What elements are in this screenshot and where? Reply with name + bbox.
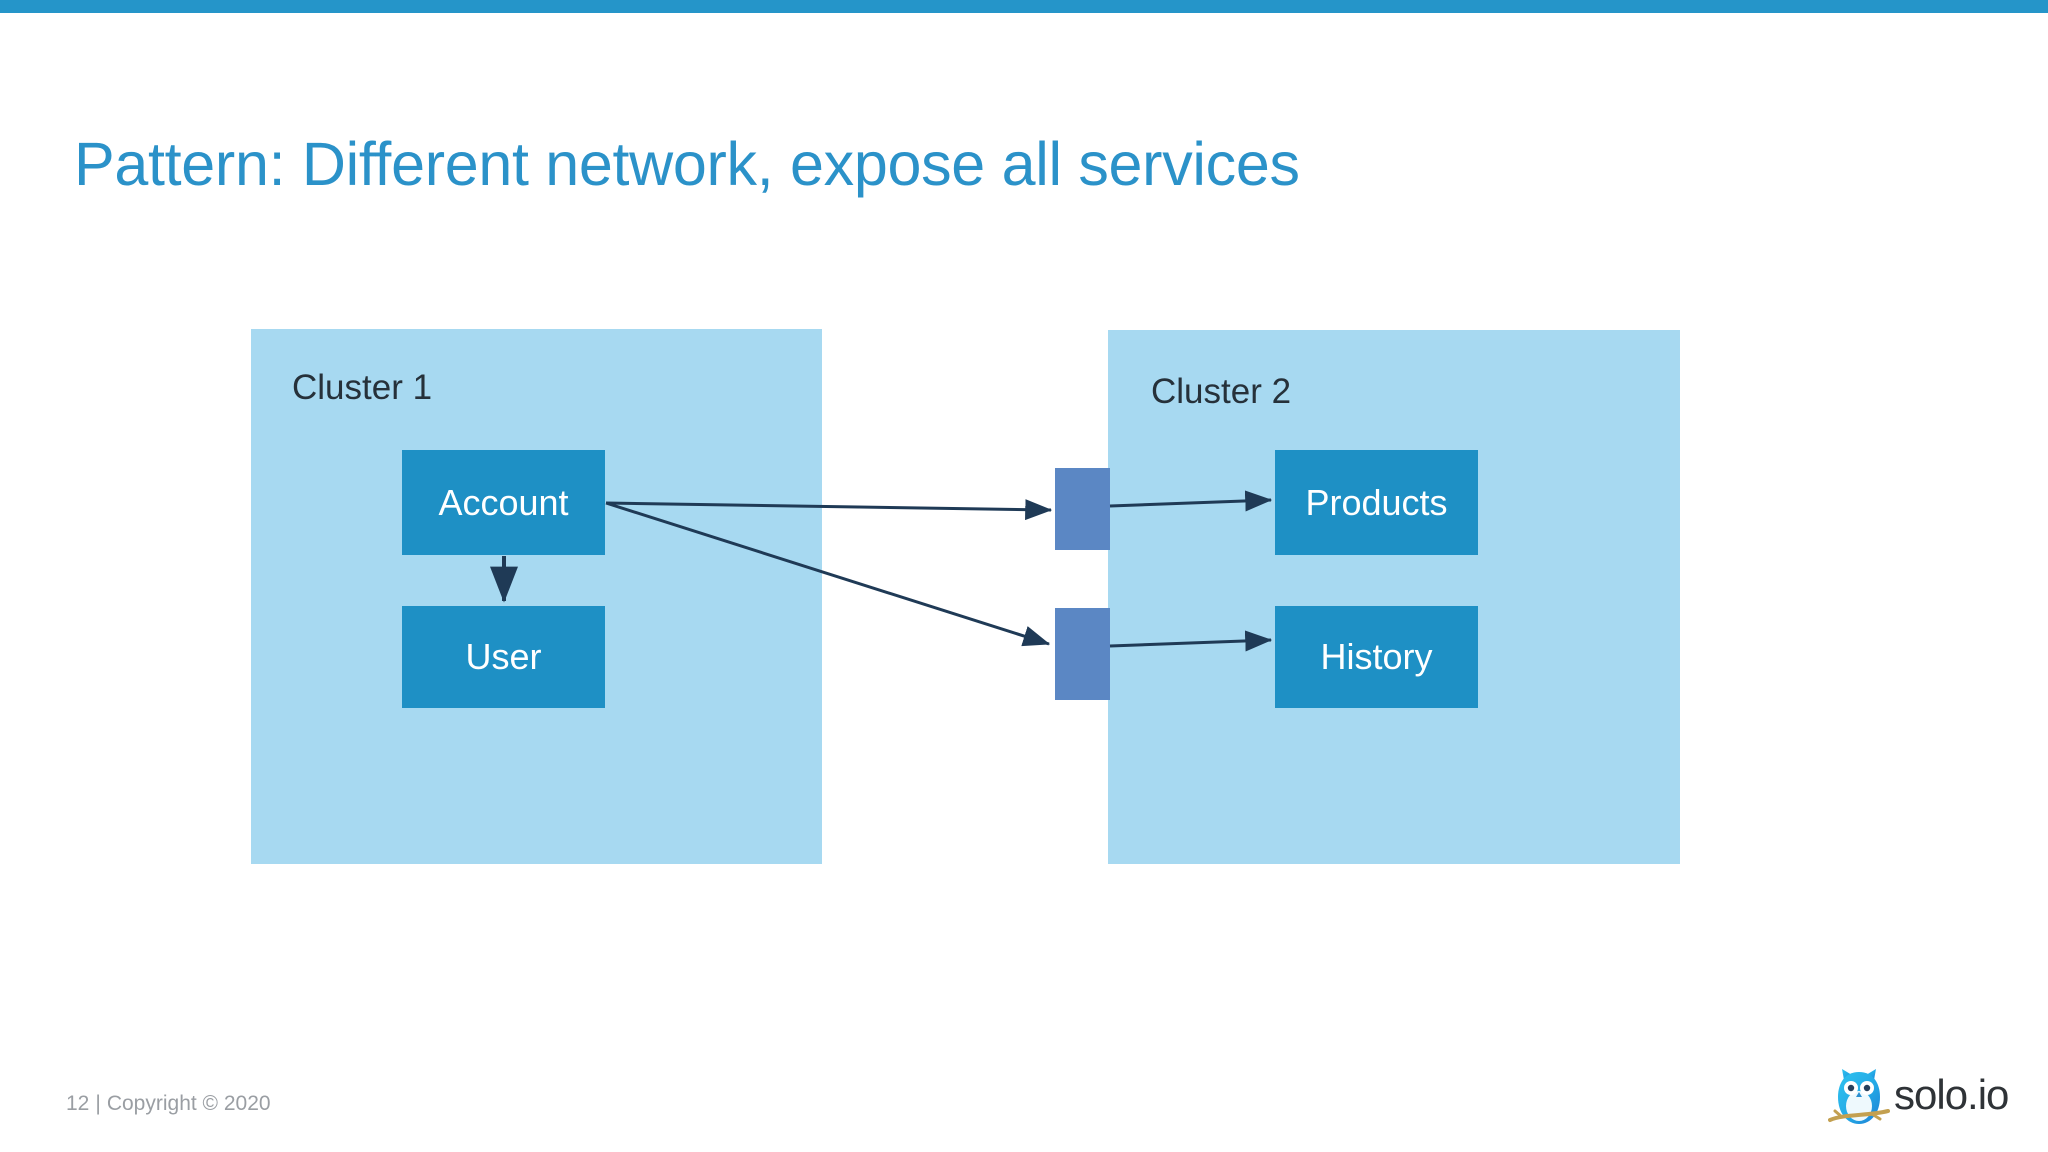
service-box-user[interactable]: User	[402, 606, 605, 708]
gateway-bar-history[interactable]	[1055, 608, 1110, 700]
solo-io-logo: solo.io	[1828, 1064, 2018, 1136]
service-label-user: User	[465, 636, 542, 677]
footer-separator: |	[95, 1092, 101, 1115]
cluster-box-1	[251, 329, 822, 864]
service-box-history[interactable]: History	[1275, 606, 1478, 708]
logo-wordmark: solo.io	[1894, 1071, 2009, 1118]
service-box-products[interactable]: Products	[1275, 450, 1478, 555]
owl-on-branch-icon	[1828, 1069, 1890, 1124]
service-label-account: Account	[438, 481, 569, 523]
gateway-bar-products[interactable]	[1055, 468, 1110, 550]
copyright-text: Copyright © 2020	[106, 1092, 271, 1115]
cluster-label-2: Cluster 2	[1151, 372, 1292, 411]
service-label-products: Products	[1305, 481, 1448, 523]
service-box-account[interactable]: Account	[402, 450, 605, 555]
footer: 12|Copyright © 2020	[66, 1092, 271, 1116]
page-number: 12	[66, 1092, 90, 1115]
cluster-box-2	[1108, 330, 1680, 864]
service-label-history: History	[1320, 636, 1433, 677]
top-accent-bar	[0, 0, 2048, 13]
page-title: Pattern: Different network, expose all s…	[74, 129, 1300, 198]
cluster-label-1: Cluster 1	[292, 368, 433, 407]
